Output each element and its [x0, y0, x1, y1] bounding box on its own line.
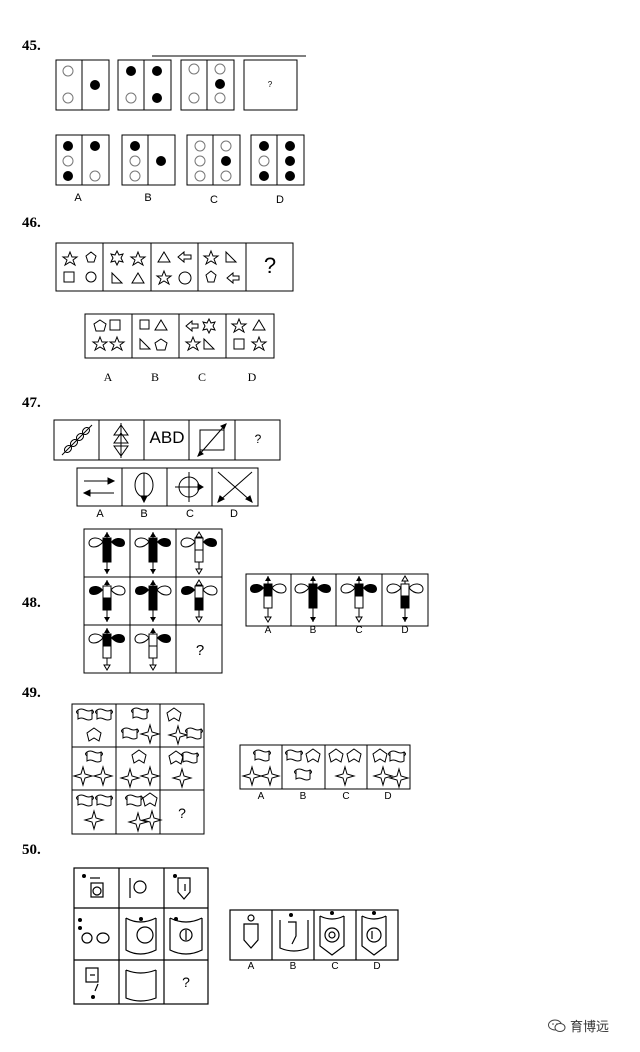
- question-number-49: 49.: [22, 685, 41, 701]
- q50-option-d: D: [373, 961, 381, 972]
- q47-option-c: C: [186, 508, 194, 520]
- q47-option-b: B: [140, 508, 148, 520]
- question-number-46: 46.: [22, 215, 41, 231]
- q49-option-d: D: [384, 791, 392, 802]
- question-number-47: 47.: [22, 395, 41, 411]
- q48-question-mark: ?: [195, 642, 205, 659]
- q50-option-b: B: [289, 961, 297, 972]
- q48-option-c: C: [355, 625, 363, 636]
- q46-option-b: B: [150, 370, 159, 384]
- wechat-icon: [548, 1019, 566, 1032]
- q48-option-b: B: [309, 625, 317, 636]
- q48-grid: [83, 528, 429, 674]
- q47-question-mark: ?: [254, 432, 262, 446]
- watermark-text: 育博远: [570, 1020, 610, 1035]
- question-number-50: 50.: [22, 842, 41, 858]
- q45-option-c: C: [210, 194, 218, 206]
- q46-sequence: [55, 242, 294, 359]
- q45-question-mark: ?: [267, 80, 273, 89]
- question-number-48: 48.: [22, 595, 41, 611]
- q49-option-a: A: [257, 791, 265, 802]
- q49-question-mark: ?: [178, 805, 186, 821]
- q45-option-d: D: [276, 194, 284, 206]
- q47-panel3-text: ABD: [149, 428, 185, 447]
- q47-option-d: D: [230, 508, 238, 520]
- question-number-45: 45.: [22, 38, 41, 54]
- q50-grid: [73, 867, 399, 1005]
- q46-option-c: C: [197, 370, 206, 384]
- q45-sequence: [55, 55, 306, 186]
- q48-option-a: A: [264, 625, 272, 636]
- q49-option-b: B: [299, 791, 307, 802]
- q47-sequence: [53, 419, 281, 507]
- q50-option-c: C: [331, 961, 339, 972]
- watermark: 育博远: [548, 1016, 609, 1035]
- q46-option-d: D: [247, 370, 257, 384]
- q48-option-d: D: [401, 625, 409, 636]
- q49-option-c: C: [342, 791, 350, 802]
- q50-question-mark: ?: [182, 974, 190, 990]
- q47-option-a: A: [96, 508, 104, 520]
- q45-option-a: A: [74, 192, 82, 204]
- q50-option-a: A: [247, 961, 255, 972]
- q46-option-a: A: [103, 370, 113, 384]
- q46-question-mark: ?: [263, 253, 277, 278]
- q49-grid: [71, 703, 411, 835]
- q45-option-b: B: [144, 192, 152, 204]
